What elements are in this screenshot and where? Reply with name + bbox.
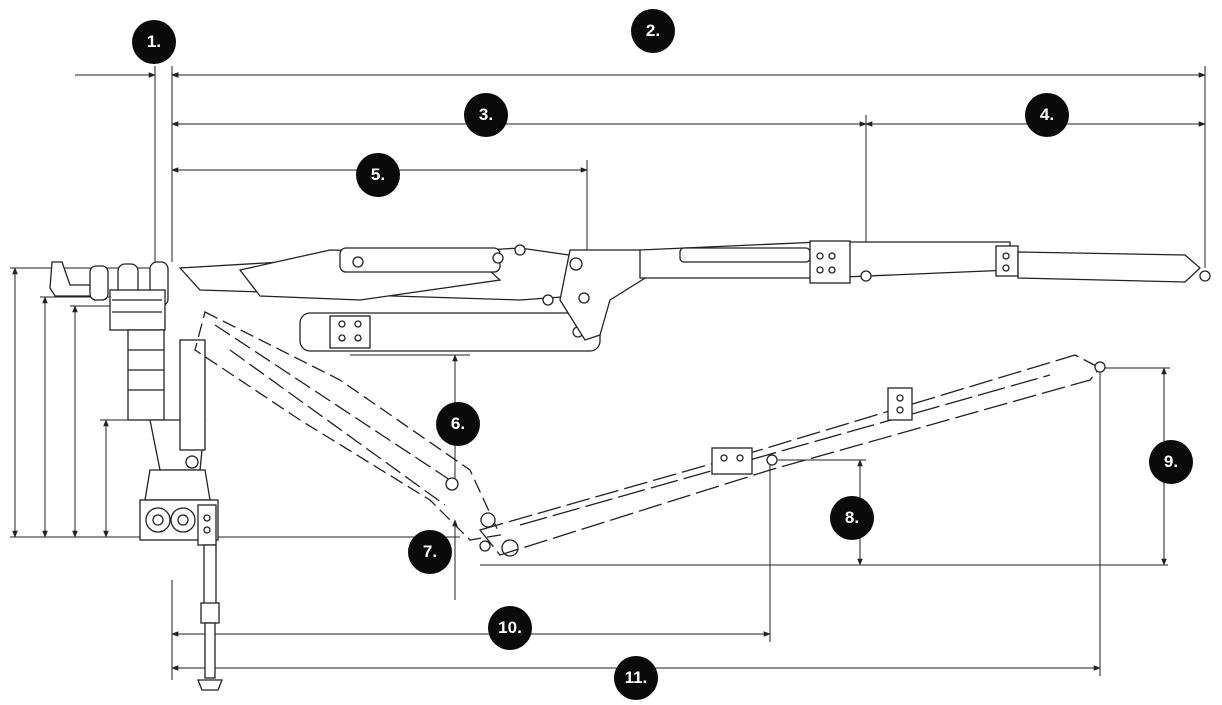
callout-10: 10. — [488, 606, 532, 650]
callout-9: 9. — [1149, 440, 1193, 484]
crane-column — [127, 329, 211, 501]
callout-10-label: 10. — [498, 618, 522, 637]
stabilizer-leg — [197, 544, 223, 691]
callout-4: 4. — [1025, 93, 1069, 137]
callout-6: 6. — [436, 402, 480, 446]
callout-8: 8. — [830, 496, 874, 540]
callout-5: 5. — [356, 153, 400, 197]
callout-7-label: 7. — [422, 542, 438, 561]
callout-2-label: 2. — [645, 21, 661, 40]
callout-9-label: 9. — [1163, 452, 1179, 471]
crane-base — [139, 499, 219, 546]
operator-platform — [49, 261, 169, 331]
callout-11-label: 11. — [624, 668, 648, 687]
extension-boom-extended — [639, 240, 1211, 284]
main-boom-extended — [178, 244, 651, 352]
callout-11: 11. — [614, 656, 658, 700]
callout-1: 1. — [132, 20, 176, 64]
callout-8-label: 8. — [844, 508, 860, 527]
callout-2: 2. — [631, 9, 675, 53]
main-boom-folded — [194, 311, 519, 557]
callout-4-label: 4. — [1039, 105, 1055, 124]
extension-boom-folded — [478, 354, 1106, 556]
callout-6-label: 6. — [450, 414, 466, 433]
callout-3-label: 3. — [478, 105, 494, 124]
crane-outline — [49, 240, 1211, 691]
callout-5-label: 5. — [370, 165, 386, 184]
callout-7: 7. — [408, 530, 452, 574]
callout-3: 3. — [464, 93, 508, 137]
callout-1-label: 1. — [146, 32, 162, 51]
